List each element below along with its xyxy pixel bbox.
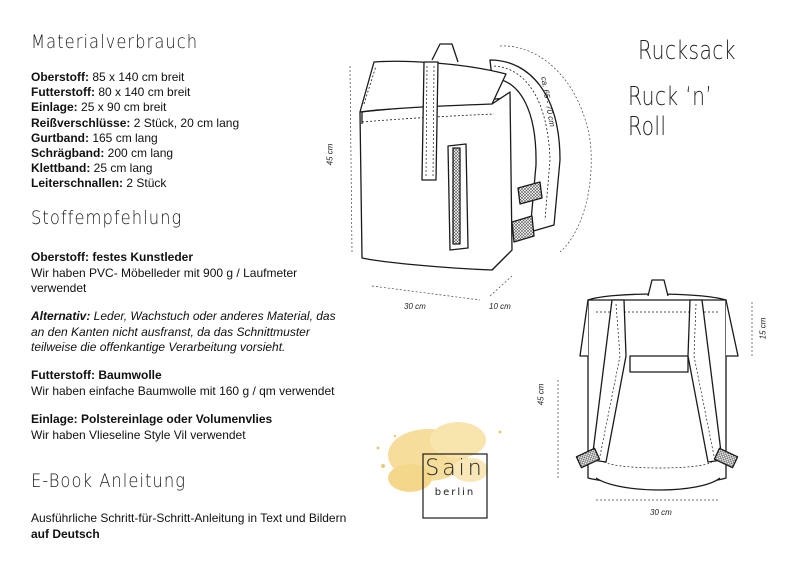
list-item: Einlage: 25 x 90 cm breit bbox=[31, 100, 167, 115]
futterstoff-block: Futterstoff: Baumwolle Wir haben einfach… bbox=[31, 368, 351, 399]
ebook-language: auf Deutsch bbox=[31, 526, 100, 541]
watercolor-splash bbox=[376, 422, 502, 492]
einlage-block: Einlage: Polstereinlage oder Volumenvlie… bbox=[31, 412, 351, 443]
heading-materialverbrauch: Materialverbrauch bbox=[31, 31, 199, 53]
logo-name: Sain bbox=[425, 456, 485, 481]
back-top-label: 15 cm bbox=[758, 317, 768, 340]
front-height-label: 45 cm bbox=[325, 143, 335, 166]
heading-stoffempfehlung: Stoffempfehlung bbox=[31, 207, 183, 229]
alternativ-label: Alternativ: bbox=[31, 309, 91, 323]
alternativ-text-1: Leder, Wachstuch oder anderes Material, … bbox=[90, 309, 336, 323]
list-item: Schrägband: 200 cm lang bbox=[31, 146, 174, 161]
oberstoff-title: Oberstoff: festes Kunstleder bbox=[31, 250, 194, 264]
ebook-block: Ausführliche Schritt-für-Schritt-Anleitu… bbox=[31, 511, 351, 542]
alternativ-block: Alternativ: Leder, Wachstuch oder andere… bbox=[31, 309, 351, 356]
logo-frame bbox=[422, 453, 488, 519]
oberstoff-text-1: Wir haben PVC- Möbelleder mit 900 g / La… bbox=[31, 265, 298, 280]
front-depth-label: 10 cm bbox=[489, 302, 511, 311]
list-item: Oberstoff: 85 x 140 cm breit bbox=[31, 70, 185, 84]
alternativ-text-3: teilweise die offenkantige Verarbeitung … bbox=[31, 340, 286, 354]
oberstoff-block: Oberstoff: festes Kunstleder Wir haben P… bbox=[31, 250, 351, 297]
back-dimension-lines bbox=[557, 302, 753, 501]
list-item: Leiterschnallen: 2 Stück bbox=[31, 176, 167, 191]
back-width-label: 30 cm bbox=[650, 508, 672, 517]
backpack-front-view bbox=[359, 43, 561, 271]
front-dimension-lines bbox=[349, 45, 592, 301]
material-list: Oberstoff: 85 x 140 cm breit Futterstoff… bbox=[31, 70, 239, 192]
list-item: Reißverschlüsse: 2 Stück, 20 cm lang bbox=[31, 115, 240, 130]
einlage-text: Wir haben Vlieseline Style Vil verwendet bbox=[31, 427, 246, 442]
backpack-back-view bbox=[575, 279, 739, 491]
logo-city: berlin bbox=[434, 487, 476, 498]
list-item: Gurtband: 165 cm lang bbox=[31, 130, 158, 145]
ebook-text: Ausführliche Schritt-für-Schritt-Anleitu… bbox=[31, 511, 347, 525]
oberstoff-text-2: verwendet bbox=[31, 281, 87, 295]
sain-berlin-logo: Sain berlin bbox=[423, 454, 487, 518]
title-line-1: Rucksack bbox=[638, 36, 736, 66]
futterstoff-text: Wir haben einfache Baumwolle mit 160 g /… bbox=[31, 383, 335, 398]
alternativ-text-2: an den Kanten nicht ausfranst, da das Sc… bbox=[31, 324, 310, 339]
heading-ebook-anleitung: E-Book Anleitung bbox=[31, 470, 187, 492]
einlage-title: Einlage: Polstereinlage oder Volumenvlie… bbox=[31, 412, 273, 426]
list-item: Klettband: 25 cm lang bbox=[31, 161, 153, 176]
title-line-2: Ruck ‘n’ Roll bbox=[628, 82, 713, 142]
front-width-label: 30 cm bbox=[404, 302, 426, 311]
back-height-label: 45 cm bbox=[536, 383, 546, 406]
list-item: Futterstoff: 80 x 140 cm breit bbox=[31, 85, 191, 100]
futterstoff-title: Futterstoff: Baumwolle bbox=[31, 368, 162, 382]
